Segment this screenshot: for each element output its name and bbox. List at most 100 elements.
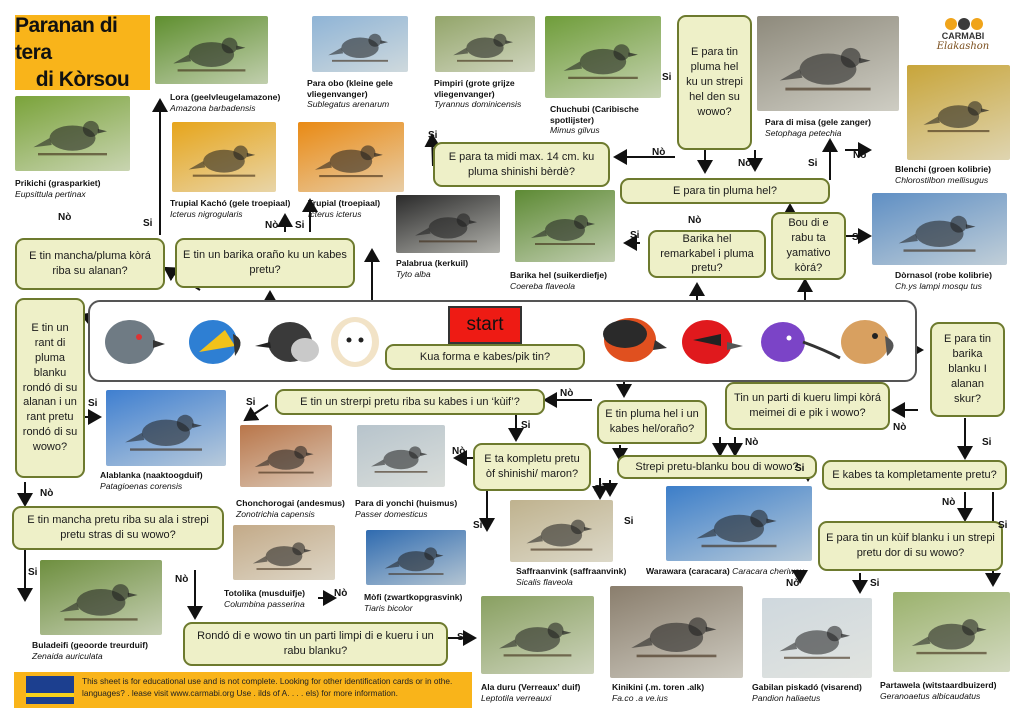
question-red-belly[interactable]: Bou di e rabu ta yamativo kòrá? (771, 212, 846, 280)
bird-caption-trupial: Trupial (troepiaal)Icterus icterus (308, 198, 381, 219)
question-crest[interactable]: E para tin un kùif blanku i un strepi pr… (818, 521, 1003, 571)
answer-yes-label: Si (870, 578, 880, 589)
question-white-belly[interactable]: E para tin barika blanku I alanan skur? (930, 322, 1005, 417)
bird-caption-palabrua: Palabrua (kerkuil)Tyto alba (396, 258, 469, 279)
question-size[interactable]: E para ta midi max. 14 cm. ku pluma shin… (433, 142, 610, 187)
bird-caption-barika-hel: Barika hel (suikerdiefje)Coereba flaveol… (510, 270, 607, 291)
logo-subtitle: Elakashon (936, 41, 990, 52)
bird-photo-lora (155, 16, 268, 84)
bird-silhouette-icon (314, 145, 383, 178)
question-bare-skin[interactable]: Tin un parti di kueru limpi kòrá meimei … (725, 382, 890, 430)
answer-no-label: Nò (175, 574, 189, 585)
question-white-stripe[interactable]: Strepi pretu-blanku bou di wowo? (617, 455, 817, 479)
bird-photo-placeholder (757, 16, 899, 111)
answer-no-label: Nò (853, 150, 867, 161)
sheet-title: Paranan di tera di Kòrsou (15, 14, 150, 92)
cardinal-head-icon (682, 320, 743, 364)
bird-photo-placeholder (907, 65, 1010, 160)
answer-yes-label: Si (28, 567, 38, 578)
bird-silhouette-icon (188, 145, 256, 177)
logo-birds-icon (945, 18, 983, 30)
question-black-head[interactable]: E kabes ta kompletamente pretu? (822, 460, 1007, 490)
answer-yes-label: Si (295, 220, 305, 231)
title-line-2: di Kòrsou (35, 68, 130, 92)
bird-silhouette-icon (125, 414, 202, 451)
bird-caption-para-di-yonchi: Para di yonchi (huismus)Passer domesticu… (355, 498, 458, 519)
bird-caption-lora: Lora (geelvleugelamazone)Amazona barbade… (170, 92, 281, 113)
bird-photo-trupial (298, 122, 404, 192)
bird-photo-buladeifi (40, 560, 162, 635)
bird-photo-dornasol (872, 193, 1007, 265)
question-black-ring[interactable]: E tin un rant di pluma blanku rondó di s… (15, 298, 85, 478)
question-yellow-feathers[interactable]: E para tin pluma hel? (620, 178, 830, 204)
start-button[interactable]: start (448, 306, 522, 344)
owl-head-icon (331, 317, 379, 367)
bird-photo-totolika (233, 525, 335, 580)
answer-yes-label: Si (457, 632, 467, 643)
bird-photo-placeholder (357, 425, 445, 487)
bird-silhouette-icon (779, 625, 850, 659)
answer-yes-label: Si (473, 520, 483, 531)
footer-bar: This sheet is for educational use and is… (14, 672, 472, 708)
logo-name: CARMABI (941, 31, 985, 41)
answer-yes-label: Si (521, 420, 531, 431)
bird-photo-placeholder (545, 16, 661, 98)
bird-silhouette-icon (779, 47, 871, 91)
bird-silhouette-icon (453, 33, 513, 62)
bird-photo-placeholder (481, 596, 594, 674)
answer-no-label: Nò (40, 488, 54, 499)
question-yellow-stripe[interactable]: E para tin pluma hel ku un strepi hel de… (677, 15, 752, 150)
hummingbird-head-icon (761, 322, 841, 362)
bird-photo-prikichi (15, 96, 130, 171)
bird-photo-saffraanvink (510, 500, 613, 562)
bird-photo-placeholder (298, 122, 404, 192)
bird-photo-placeholder (610, 586, 743, 678)
answer-no-label: Nò (265, 220, 279, 231)
bird-silhouette-icon (384, 547, 444, 575)
bird-photo-placeholder (893, 592, 1010, 672)
question-eye-clean[interactable]: Rondó di e wowo tin un parti limpi di e … (183, 622, 448, 666)
question-yellow-belly[interactable]: Barika hel remarkabel i pluma pretu? (648, 230, 766, 278)
bird-photo-placeholder (515, 190, 615, 262)
question-yellow-head[interactable]: E tin pluma hel i un kabes hel/oraño? (597, 400, 707, 444)
answer-yes-label: Si (88, 398, 98, 409)
bird-photo-placeholder (435, 16, 535, 72)
question-yellow-patch[interactable]: E tin mancha/pluma kòrá riba su alanan? (15, 238, 165, 290)
bird-photo-alablanka (106, 390, 226, 466)
question-black-spot[interactable]: E tin mancha pretu riba su ala i strepi … (12, 506, 224, 550)
tanager-head-icon (603, 318, 667, 362)
answer-no-label: Nò (786, 578, 800, 589)
question-brown[interactable]: E ta kompletu pretu òf shinishi/ maron? (473, 443, 591, 491)
bird-caption-chuchubi: Chuchubi (Caribische spotlijster)Mimus g… (550, 104, 639, 136)
answer-yes-label: Si (624, 516, 634, 527)
parrot-head-icon (189, 320, 241, 364)
bird-photo-palabrua (396, 195, 500, 253)
bird-caption-mofi: Mòfi (zwartkopgrasvink)Tiaris bicolor (364, 592, 463, 613)
question-black-stripe[interactable]: E tin un strerpi pretu riba su kabes i u… (275, 389, 545, 415)
bird-photo-blenchi (907, 65, 1010, 160)
raptor-head-icon (841, 320, 894, 364)
bird-silhouette-icon (328, 33, 388, 62)
bird-caption-saffraanvink: Saffraanvink (saffraanvink)Sicalis flave… (516, 566, 627, 587)
bird-silhouette-icon (252, 542, 312, 570)
bird-caption-dornasol: Dòrnasol (robe kolibrie)Ch.ys lampi mosq… (895, 270, 992, 291)
answer-no-label: Nò (745, 437, 759, 448)
bird-photo-para-di-yonchi (357, 425, 445, 487)
answer-no-label: Nò (334, 588, 348, 599)
bird-caption-pimpiri: Pimpiri (grote grijze vliegenvanger)Tyra… (434, 78, 522, 110)
bird-silhouette-icon (911, 619, 987, 655)
bird-caption-alablanka: Alablanka (naaktoogduif)Patagioenas core… (100, 470, 203, 491)
bird-photo-warawara (666, 486, 812, 561)
question-head-shape[interactable]: Kua forma e kabes/pik tin? (385, 344, 585, 370)
bird-caption-trupial-kacho: Trupial Kachó (gele troepiaal)Icterus ni… (170, 198, 291, 219)
question-orange-band[interactable]: E tin un barika oraño ku un kabes pretu? (175, 238, 355, 288)
bird-photo-para-di-misa (757, 16, 899, 111)
bird-photo-placeholder (233, 525, 335, 580)
bird-photo-placeholder (155, 16, 268, 84)
bird-silhouette-icon (898, 215, 976, 252)
answer-no-label: Nò (58, 212, 72, 223)
bird-caption-kinikini: Kinikini (.m. toren .alk)Fa.co .a ve.ius (612, 682, 705, 703)
answer-yes-label: Si (143, 218, 153, 229)
bird-silhouette-icon (563, 44, 638, 80)
bird-caption-prikichi: Prikichi (grasparkiet)Eupsittula pertina… (15, 178, 101, 199)
